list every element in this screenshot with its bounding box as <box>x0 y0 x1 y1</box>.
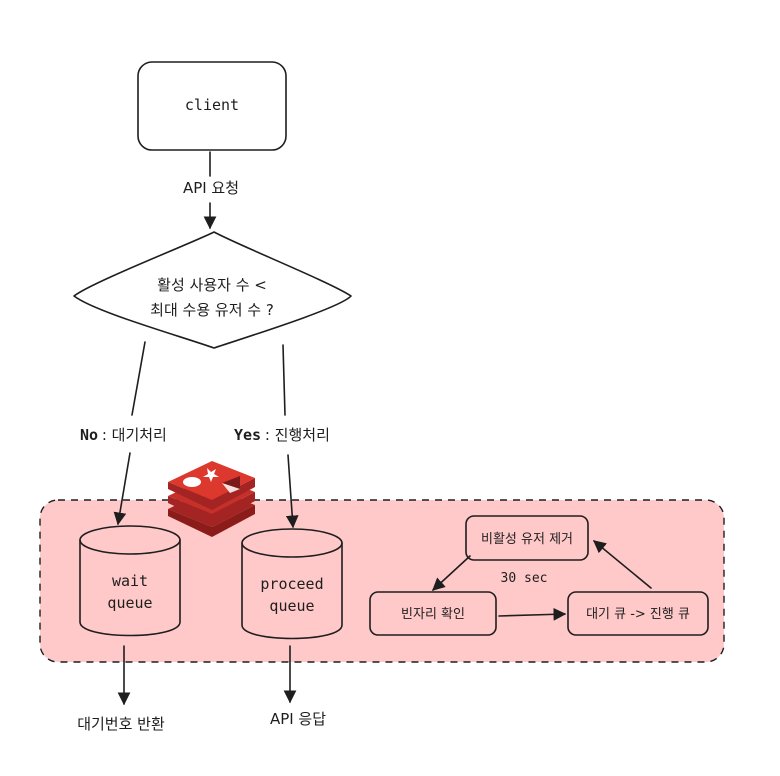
arrow-remove-to-check <box>432 555 471 591</box>
arrow-no-lower <box>113 452 131 526</box>
move-queue-node: 대기 큐 -> 진행 큐 <box>567 591 709 636</box>
redis-logo-icon <box>168 461 255 537</box>
remove-inactive-label: 비활성 유저 제거 <box>481 532 573 547</box>
api-request-label: API 요청 <box>183 179 239 197</box>
decision-node: 활성 사용자 수 < 최대 수용 유저 수 ? <box>73 231 352 349</box>
arrow-no-upper <box>131 341 146 416</box>
remove-inactive-node: 비활성 유저 제거 <box>465 515 589 561</box>
client-label: client <box>185 96 239 114</box>
redis-region <box>39 499 725 663</box>
wait-queue-line-1: wait <box>112 572 148 590</box>
no-branch-label: No : 대기처리 <box>80 426 167 444</box>
wait-queue-node: wait queue <box>79 525 181 637</box>
move-queue-label: 대기 큐 -> 진행 큐 <box>586 606 690 622</box>
decision-line-2: 최대 수용 유저 수 ? <box>150 301 274 319</box>
wait-queue-line-2: queue <box>107 594 152 612</box>
yes-branch-label: Yes : 진행처리 <box>234 426 330 444</box>
wait-output-label: 대기번호 반환 <box>77 715 165 733</box>
arrow-yes-lower <box>285 454 299 529</box>
arrow-move-to-remove <box>593 540 652 589</box>
client-node: client <box>137 61 287 151</box>
proceed-output-label: API 응답 <box>270 710 326 728</box>
proceed-queue-line-2: queue <box>269 597 314 615</box>
check-vacancy-label: 빈자리 확인 <box>401 607 465 622</box>
arrow-yes-upper <box>282 344 286 416</box>
interval-label: 30 sec <box>501 571 548 586</box>
arrow-check-to-move <box>498 607 567 621</box>
check-vacancy-node: 빈자리 확인 <box>369 591 497 636</box>
proceed-queue-line-1: proceed <box>260 575 323 593</box>
decision-line-1: 활성 사용자 수 < <box>157 276 267 294</box>
proceed-queue-node: proceed queue <box>241 528 343 640</box>
